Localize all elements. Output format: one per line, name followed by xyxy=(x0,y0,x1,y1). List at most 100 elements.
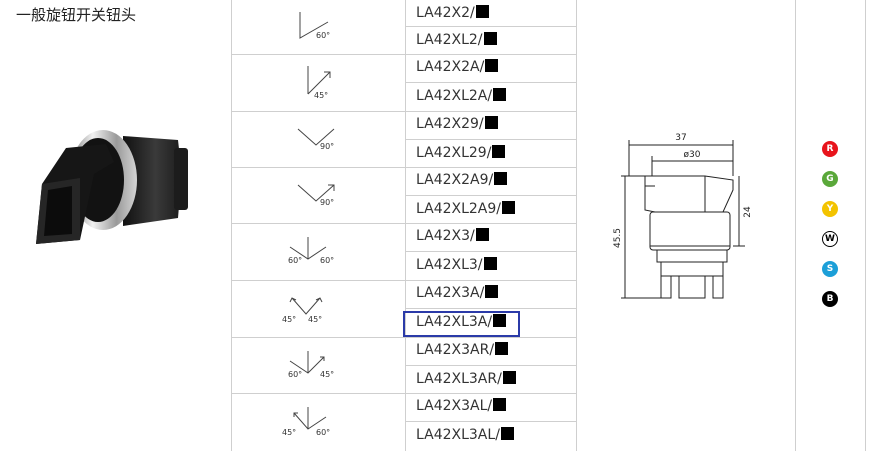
row-subdivider xyxy=(405,26,576,27)
model-code: LA42XL3/ xyxy=(416,251,497,279)
model-code-text: LA42XL2/ xyxy=(416,32,483,48)
model-code: LA42X3A/ xyxy=(416,279,499,307)
color-code-placeholder xyxy=(493,314,507,327)
angle-diagram-icon: 45° xyxy=(307,66,331,100)
color-code-placeholder xyxy=(500,427,514,440)
row-subdivider xyxy=(405,365,576,366)
angle-label: 60° xyxy=(288,370,302,379)
model-code-text: LA42X3/ xyxy=(416,228,475,244)
model-code: LA42X3/ xyxy=(416,222,489,250)
model-code: LA42XL2/ xyxy=(416,26,497,54)
model-code: LA42XL3AL/ xyxy=(416,421,514,449)
color-option-b: B xyxy=(822,291,838,307)
column-divider xyxy=(405,0,406,451)
model-code: LA42X2A9/ xyxy=(416,166,508,194)
color-code-placeholder xyxy=(502,371,516,384)
angle-label: 45° xyxy=(314,91,328,100)
color-option-y: Y xyxy=(822,201,838,217)
angle-label: 60° xyxy=(316,31,330,40)
color-code-placeholder xyxy=(495,342,509,355)
row-divider xyxy=(231,393,576,394)
model-code-text: LA42X2A/ xyxy=(416,59,485,75)
angle-diagram-icon: 45° 45° xyxy=(282,297,323,324)
angle-label: 60° xyxy=(288,256,302,265)
dim-width-outer: 37 xyxy=(675,133,686,143)
model-code: LA42X2/ xyxy=(416,0,489,27)
angle-label: 45° xyxy=(282,315,296,324)
row-divider xyxy=(231,223,576,224)
angle-diagram-icon: 60° xyxy=(299,12,330,40)
model-code: LA42XL2A9/ xyxy=(416,195,516,223)
model-code-text: LA42X3AR/ xyxy=(416,342,495,358)
color-code-placeholder xyxy=(493,88,507,101)
color-code-placeholder xyxy=(483,32,497,45)
model-code: LA42XL29/ xyxy=(416,139,506,167)
color-code-placeholder xyxy=(484,116,498,129)
dim-height-head: 24 xyxy=(743,206,753,218)
model-code-text: LA42XL3AR/ xyxy=(416,371,502,387)
dim-height-total: 45.5 xyxy=(613,228,623,248)
model-code-text: LA42XL2A/ xyxy=(416,88,493,104)
color-code-placeholder xyxy=(475,228,489,241)
column-divider xyxy=(795,0,796,451)
color-option-w: W xyxy=(822,231,838,247)
model-code: LA42X3AR/ xyxy=(416,336,509,364)
model-code-text: LA42XL3AL/ xyxy=(416,427,500,443)
model-code: LA42X29/ xyxy=(416,110,498,138)
row-subdivider xyxy=(405,195,576,196)
color-option-r: R xyxy=(822,141,838,157)
model-code: LA42XL3A/ xyxy=(416,308,507,336)
angle-diagram-icon: 90° xyxy=(297,128,335,151)
row-divider xyxy=(231,111,576,112)
column-divider xyxy=(231,0,232,451)
selected-model-highlight xyxy=(403,311,520,337)
angle-diagram-icon: 60° 60° xyxy=(288,237,334,265)
column-divider xyxy=(865,0,866,451)
angle-diagram-icon: 90° xyxy=(297,184,335,207)
model-code-text: LA42XL3/ xyxy=(416,257,483,273)
angle-diagram-icon: 60° 45° xyxy=(288,351,334,379)
model-code: LA42X3AL/ xyxy=(416,392,507,420)
model-code-text: LA42XL2A9/ xyxy=(416,201,502,217)
model-code-text: LA42X2A9/ xyxy=(416,172,494,188)
row-subdivider xyxy=(405,421,576,422)
color-code-placeholder xyxy=(485,285,499,298)
model-code: LA42X2A/ xyxy=(416,53,499,81)
angle-label: 45° xyxy=(320,370,334,379)
row-subdivider xyxy=(405,82,576,83)
color-code-placeholder xyxy=(492,145,506,158)
angle-diagram-icon: 45° 60° xyxy=(282,407,330,437)
model-code-text: LA42X3A/ xyxy=(416,285,485,301)
row-subdivider xyxy=(405,251,576,252)
color-code-placeholder xyxy=(502,201,516,214)
model-code-text: LA42X2/ xyxy=(416,5,475,21)
model-code-text: LA42XL3A/ xyxy=(416,314,493,330)
row-divider xyxy=(231,280,576,281)
angle-label: 45° xyxy=(308,315,322,324)
row-divider xyxy=(231,54,576,55)
color-code-placeholder xyxy=(493,398,507,411)
color-option-g: G xyxy=(822,171,838,187)
row-divider xyxy=(231,337,576,338)
angle-label: 60° xyxy=(316,428,330,437)
color-code-placeholder xyxy=(475,5,489,18)
color-option-s: S xyxy=(822,261,838,277)
model-code-text: LA42X29/ xyxy=(416,116,484,132)
color-code-placeholder xyxy=(494,172,508,185)
page-title: 一般旋钮开关钮头 xyxy=(16,6,137,24)
column-divider xyxy=(576,0,577,451)
row-subdivider xyxy=(405,139,576,140)
angle-label: 45° xyxy=(282,428,296,437)
color-code-placeholder xyxy=(485,59,499,72)
model-code: LA42XL3AR/ xyxy=(416,365,516,393)
dimension-drawing: 37 ø30 45.5 24 xyxy=(613,133,753,299)
dim-width-inner: ø30 xyxy=(684,150,701,160)
row-subdivider xyxy=(405,308,576,309)
model-code-text: LA42XL29/ xyxy=(416,145,492,161)
model-code-text: LA42X3AL/ xyxy=(416,398,493,414)
row-divider xyxy=(231,167,576,168)
angle-label: 60° xyxy=(320,256,334,265)
angle-label: 90° xyxy=(320,142,334,151)
product-image xyxy=(36,130,188,244)
model-code: LA42XL2A/ xyxy=(416,82,507,110)
